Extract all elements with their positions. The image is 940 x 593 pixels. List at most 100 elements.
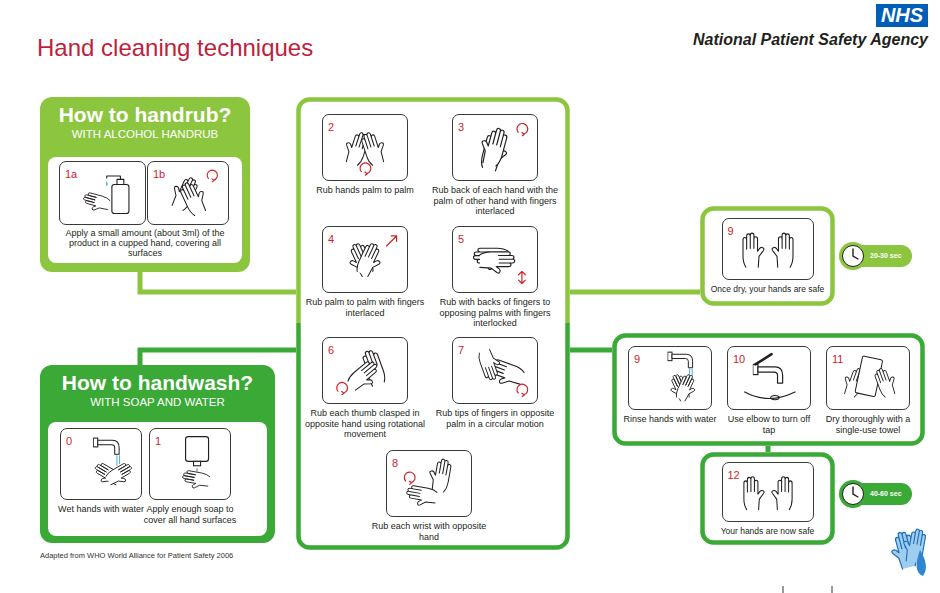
step-picture: 7	[452, 337, 538, 404]
step-number: 9	[634, 353, 640, 365]
step-caption: Rinse hands with water	[622, 414, 718, 425]
step-number: 1b	[153, 168, 165, 180]
steps-frame: 9Rinse hands with water10Use elbow to tu…	[612, 333, 925, 446]
step-number: 2	[328, 121, 334, 133]
step-caption: Rub each wrist with opposite hand	[364, 521, 494, 542]
logo-text: NHS	[876, 4, 928, 27]
time-badge-text: 40-60 sec	[870, 483, 912, 505]
hand-illustration	[455, 340, 535, 401]
step-card: 4Rub palm to palm with fingers interlace…	[300, 226, 430, 318]
hand-illustration	[152, 431, 228, 497]
step-card: 7Rub tips of fingers in opposite palm in…	[430, 337, 560, 429]
page-title: Hand cleaning techniques	[37, 34, 313, 62]
step-picture: 2	[322, 114, 408, 181]
step-picture: 0	[60, 428, 142, 500]
handrub-panel: How to handrub?WITH ALCOHOL HANDRUB Apply…	[40, 97, 250, 272]
clock-icon	[838, 241, 868, 271]
step-card: 0Wet hands with water	[53, 428, 149, 515]
organisation-name: National Patient Safety Agency	[693, 30, 928, 50]
final-step-box: 12Your hands are now safe	[700, 452, 835, 545]
source-note: Adapted from WHO World Alliance for Pati…	[40, 551, 233, 560]
step-caption: Rub tips of fingers in opposite palm in …	[430, 408, 560, 429]
step-number: 1a	[65, 168, 77, 180]
hand-illustration	[455, 229, 535, 290]
box-subheading: WITH ALCOHOL HANDRUB	[40, 127, 250, 141]
step-picture: 11	[826, 346, 910, 410]
step-caption: Wet hands with water	[53, 504, 149, 515]
time-badge-text: 20-30 sec	[870, 245, 912, 267]
hygiene-logo	[888, 527, 927, 576]
step-number: 8	[392, 457, 398, 469]
final-step-box: 9Once dry, your hands are safe	[700, 206, 835, 306]
step-number: 7	[458, 344, 464, 356]
step-picture: 1	[149, 428, 231, 500]
time-badge: 40-60 sec	[842, 483, 912, 505]
time-badge: 20-30 sec	[842, 245, 912, 267]
connector-line	[140, 272, 296, 292]
handwash-panel: How to handwash?WITH SOAP AND WATER 0Wet …	[40, 365, 275, 543]
step-number: 4	[328, 233, 334, 245]
step-caption: Your hands are now safe	[706, 526, 829, 537]
step-picture: 12	[722, 462, 814, 522]
step-picture: 3	[452, 114, 538, 181]
step-number: 11	[832, 353, 843, 365]
step-picture: 4	[322, 226, 408, 293]
step-number: 1	[155, 435, 161, 447]
step-card: 9Rinse hands with water	[622, 346, 718, 425]
clock-icon	[838, 479, 868, 509]
hand-illustration	[725, 221, 811, 277]
step-caption: Apply enough soap to cover all hand surf…	[142, 504, 238, 525]
step-picture: 1a	[59, 161, 146, 225]
steps-frame: 2Rub hands palm to palm3Rub back of each…	[296, 97, 570, 550]
box-subheading: WITH SOAP AND WATER	[40, 395, 275, 409]
step-number: 3	[458, 121, 464, 133]
step-number: 9	[728, 225, 734, 237]
connector-line	[140, 350, 296, 365]
step-number: 10	[733, 353, 745, 365]
step-caption: Use elbow to turn off tap	[721, 414, 817, 435]
step-caption: Rub hands palm to palm	[300, 185, 430, 196]
step-picture: 8	[386, 450, 472, 517]
step-card: 10Use elbow to turn off tap	[721, 346, 817, 435]
connector-line	[570, 348, 612, 353]
step-number: 6	[328, 344, 334, 356]
step-picture: 5	[452, 226, 538, 293]
step-card: 5Rub with backs of fingers to opposing p…	[430, 226, 560, 329]
step-card: 11Dry thoroughly with a single-use towel	[820, 346, 916, 435]
frame-content: 12Your hands are now safe	[700, 452, 835, 537]
organisation-block: National Patient Safety Agency	[693, 30, 928, 50]
step-card: 1Apply enough soap to cover all hand sur…	[142, 428, 238, 525]
step-picture: 10	[727, 346, 811, 410]
nhs-logo: NHS	[876, 4, 928, 27]
step-caption: Rub each thumb clasped in opposite hand …	[300, 408, 430, 440]
step-card: 6Rub each thumb clasped in opposite hand…	[300, 337, 430, 440]
step-caption: Once dry, your hands are safe	[706, 284, 829, 295]
step-number: 5	[458, 233, 464, 245]
box-heading: How to handwash?	[40, 371, 275, 395]
trim-mark	[832, 586, 833, 593]
hand-illustration	[389, 453, 469, 514]
step-number: 12	[728, 469, 740, 481]
box-heading: How to handrub?	[40, 103, 250, 127]
hand-illustration	[325, 117, 405, 178]
connector-line	[766, 446, 771, 452]
hand-illustration	[325, 340, 405, 401]
connector-line	[570, 290, 700, 295]
frame-content: 9Once dry, your hands are safe	[700, 206, 835, 295]
step-caption: Rub with backs of fingers to opposing pa…	[430, 297, 560, 329]
step-card: 3Rub back of each hand with the palm of …	[430, 114, 560, 217]
hand-illustration	[631, 349, 709, 407]
trim-mark	[783, 586, 784, 593]
hand-illustration	[325, 229, 405, 290]
step-caption: Rub palm to palm with fingers interlaced	[300, 297, 430, 318]
step-caption: Apply a small amount (about 3ml) of the …	[53, 228, 237, 258]
hand-illustration	[63, 431, 139, 497]
step-card: 8Rub each wrist with opposite hand	[364, 450, 494, 542]
step-number: 0	[66, 435, 72, 447]
step-card: 2Rub hands palm to palm	[300, 114, 430, 196]
step-picture: 1b	[147, 161, 229, 225]
hand-illustration	[455, 117, 535, 178]
source-block: Adapted from WHO World Alliance for Pati…	[40, 551, 233, 560]
